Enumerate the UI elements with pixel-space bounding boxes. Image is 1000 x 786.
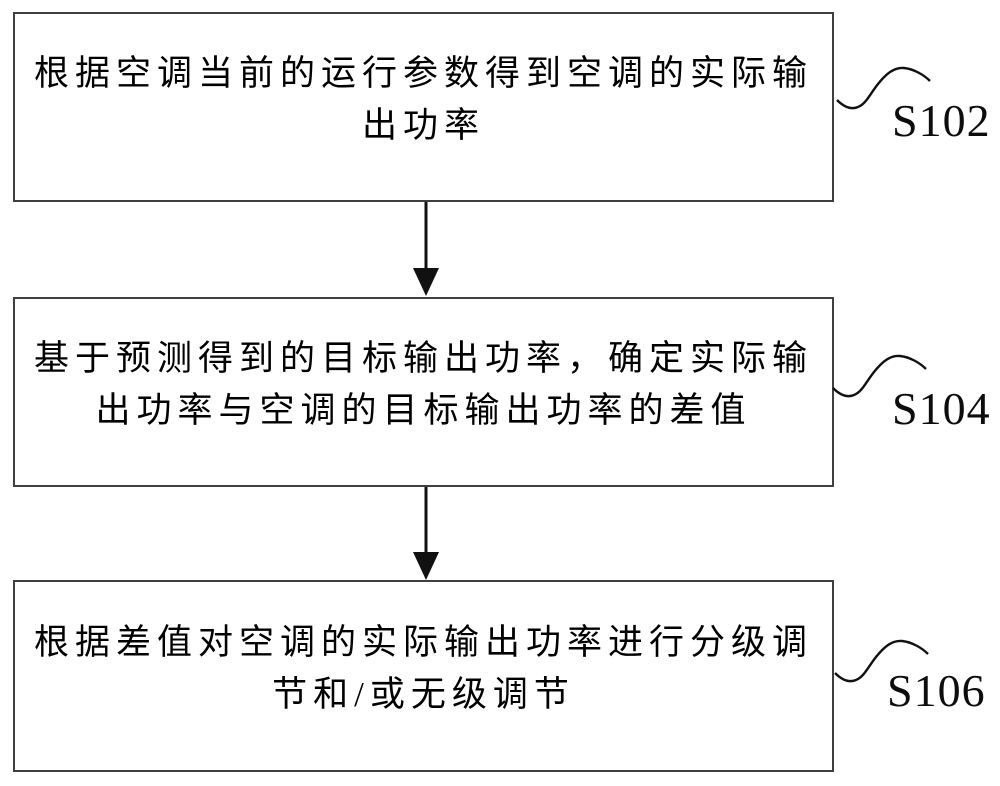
reference-squiggle-3: [834, 639, 929, 683]
flow-step-box-2: 基于预测得到的目标输出功率，确定实际输出功率与空调的目标输出功率的差值: [13, 297, 834, 487]
step-2-text-line-1: 基于预测得到的目标输出功率，确定实际输: [33, 339, 813, 378]
flow-arrow-down-2: [413, 487, 439, 580]
step-label-s106: S106: [887, 665, 986, 716]
step-3-text: 根据差值对空调的实际输出功率进行分级调节和/或无级调节: [34, 617, 813, 721]
step-3-text-line-1: 根据差值对空调的实际输出功率进行分级调: [33, 623, 813, 662]
step-2-text-line-2: 出功率与空调的目标输出功率的差值: [95, 391, 752, 430]
step-1-text-line-1: 根据空调当前的运行参数得到空调的实际输: [33, 54, 813, 93]
step-2-text: 基于预测得到的目标输出功率，确定实际输出功率与空调的目标输出功率的差值: [34, 333, 813, 437]
reference-squiggle-2: [832, 354, 927, 398]
step-1-text: 根据空调当前的运行参数得到空调的实际输出功率: [34, 48, 813, 152]
step-label-s102: S102: [892, 95, 991, 146]
flow-step-box-1: 根据空调当前的运行参数得到空调的实际输出功率: [13, 12, 834, 202]
step-1-text-line-2: 出功率: [361, 106, 485, 145]
flow-arrow-down-1: [413, 202, 439, 296]
step-label-s104: S104: [892, 383, 991, 434]
reference-squiggle-1: [836, 66, 931, 110]
step-3-text-line-2: 节和/或无级调节: [272, 675, 575, 714]
flow-step-box-3: 根据差值对空调的实际输出功率进行分级调节和/或无级调节: [13, 580, 834, 772]
